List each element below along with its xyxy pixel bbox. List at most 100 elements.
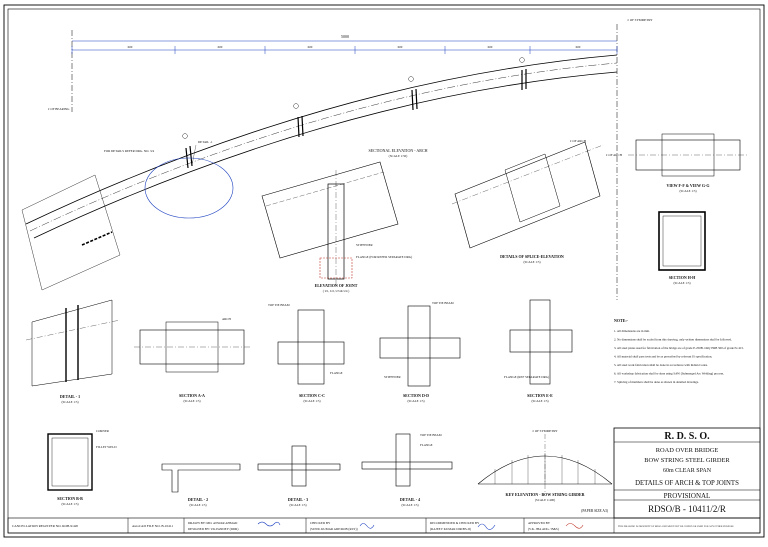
arch-centerline <box>29 62 618 232</box>
note-item: 2. No dimensions shall be scaled from th… <box>614 338 732 343</box>
arch-splice-marks <box>185 69 527 169</box>
joint-title: ELEVATION OF JOINT <box>315 283 358 288</box>
ff-title: VIEW F-F & VIEW G-G <box>667 183 710 188</box>
note-item: 3. All steel plates used for fabrication… <box>614 346 744 350</box>
hh-title: SECTION H-H <box>669 275 696 280</box>
section-dd: TOP TIE BEAM STIFFENER SECTION D-D (SCAL… <box>379 301 461 403</box>
splice-member <box>454 141 601 249</box>
dd-top-label: TOP TIE BEAM <box>432 301 454 305</box>
dd-web <box>407 305 431 387</box>
segment-ticks <box>71 46 618 54</box>
cc-top-label: TOP TIE BEAM <box>268 303 290 307</box>
d1-plate <box>31 299 113 387</box>
key-elevation: ¢ OF SYMMETRY KEY ELEVATION - BOW STRING… <box>477 429 613 502</box>
signature-recommended <box>477 523 496 530</box>
joint-flange-label: FLANGE (FOR REFER SEPARATE DRG) <box>356 255 412 259</box>
splice-title: DETAILS OF SPLICE-ELEVATION <box>500 254 564 259</box>
bb-fillet-label: FILLET WELD <box>96 445 117 449</box>
footer-c3b: DESIGNED BY: V.K.PANDEY (DDR) <box>188 527 238 531</box>
symmetry-label: ¢ OF SYMMETRY <box>627 18 653 22</box>
footer-c1: CANCELLATION REGISTER NO. ROB-9/420 <box>12 524 78 528</box>
ff-arch-label: ¢ OF ARCH <box>606 153 623 157</box>
notes-block: NOTE:- 1. All dimensions are in mm. 2. No… <box>614 318 744 384</box>
title-block: R. D. S. O. ROAD OVER BRIDGE BOW STRING … <box>581 427 761 519</box>
ee-web <box>529 299 551 385</box>
bb-corner-label: CORNER <box>96 429 110 433</box>
detail1-ellipse <box>144 157 234 219</box>
footer-c5a: RECOMMENDED & CHECKED BY <box>430 521 480 525</box>
footer-c4a: CHECKED BY <box>310 521 331 525</box>
ee-title: SECTION E-E <box>527 393 553 398</box>
note-item: 5. All steel work fabrication shall be d… <box>614 363 708 367</box>
dd-stiffener-label: STIFFENER <box>384 375 402 379</box>
footer-c4b: (SUNIL KUMAR ADE/ROB (RLY)) <box>310 527 358 531</box>
d4-top-label: TOP TIE BEAM <box>420 433 442 437</box>
note-item: 7. Splicing of members shall be done as … <box>614 380 699 384</box>
aa-arch-label: ARCH <box>222 317 232 321</box>
hh-inner <box>662 215 702 267</box>
view-ff-gg: ¢ OF ARCH VIEW F-F & VIEW G-G (SCALE 1:5… <box>606 133 748 193</box>
detail1-callout: DETAIL -1 <box>198 140 213 144</box>
joint-stiffener-label: STIFFENER <box>356 243 374 247</box>
tb-line4: DETAILS OF ARCH & TOP JOINTS <box>635 480 739 487</box>
footer-strip: CANCELLATION REGISTER NO. ROB-9/420 Auto… <box>7 517 761 534</box>
tb-status: PROVISIONAL <box>664 492 711 500</box>
splice-centerline <box>451 144 604 205</box>
splice-callout-circles <box>182 57 525 139</box>
section-hh: SECTION H-H (SCALE 1:5) <box>658 211 706 285</box>
hh-box <box>658 211 706 271</box>
d1-scale: (SCALE 1:5) <box>61 400 78 404</box>
ff-scale: (SCALE 1:5) <box>679 189 696 193</box>
tb-line2: BOW STRING STEEL GIRDER <box>644 457 730 464</box>
ee-beam <box>509 329 573 353</box>
tb-line3: 60m CLEAR SPAN <box>663 468 712 474</box>
footer-c6b: (V.K. JHA ADG / B&S) <box>528 527 559 531</box>
note-item: 6. All workshop fabrication shall be don… <box>614 372 724 376</box>
splice-arch-label: ¢ OF ARCH <box>570 139 587 143</box>
notes-heading: NOTE:- <box>614 318 629 323</box>
tb-drg-no: RDSO/B - 10411/2/R <box>648 504 726 514</box>
cc-web <box>297 309 325 385</box>
splice-scale: (SCALE 1:5) <box>523 260 540 264</box>
segment-dim-3: 600 <box>308 45 313 49</box>
section-bb: CORNER FILLET WELD SECTION B-B (SCALE 1:… <box>47 429 117 506</box>
arch-top-flange <box>25 54 618 225</box>
cc-title: SECTION C-C <box>299 393 325 398</box>
footer-c2: AutoCAD FILE NO. B-10411 <box>132 524 173 528</box>
d4-flange <box>361 461 453 470</box>
d4-title: DETAIL - 4 <box>400 497 420 502</box>
detail1-leader <box>191 144 197 166</box>
section-cc: TOP TIE BEAM FLANGE SECTION C-C (SCALE 1… <box>268 303 345 403</box>
arch-sectional-elevation: 5000 600 600 600 600 600 600 ¢ OF SYMMET… <box>21 18 653 300</box>
joint-arch-member <box>261 161 399 259</box>
tb-line1: ROAD OVER BRIDGE <box>656 447 719 454</box>
detail-4: TOP TIE BEAM FLANGE DETAIL - 4 (SCALE 1:… <box>361 433 453 507</box>
notes-list: 1. All dimensions are in mm. 2. No dimens… <box>614 329 744 384</box>
signature-approved <box>565 523 584 529</box>
d3-title: DETAIL - 3 <box>288 497 308 502</box>
aa-plate <box>165 321 219 373</box>
d4-flange-label: FLANGE <box>420 443 433 447</box>
dd-scale: (SCALE 1:5) <box>407 399 424 403</box>
joint-subtitle: ( U1, U2, U3 & U4 ) <box>323 289 350 294</box>
title-block-frame <box>613 427 761 519</box>
joint-flange-box <box>319 257 353 279</box>
hh-scale: (SCALE 1:5) <box>673 281 690 285</box>
segment-dim-6: 600 <box>576 45 581 49</box>
segment-dim-2: 600 <box>218 45 223 49</box>
splice-plate <box>504 153 561 223</box>
key-scale: (SCALE 1:400) <box>535 498 555 502</box>
ref-note: FOR DETAILS REFER DRG. NO. 3/4 <box>104 149 155 153</box>
bearing-end-region <box>21 174 121 291</box>
signature-drawn <box>257 521 281 527</box>
segment-dim-1: 600 <box>128 45 133 49</box>
arch-bottom-flange <box>33 71 618 239</box>
footer-c7: THIS DRAWING IS PROPERTY OF RDSO AND MUS… <box>618 525 734 528</box>
cc-scale: (SCALE 1:5) <box>303 399 320 403</box>
cc-beam <box>277 341 345 365</box>
note-item: 1. All dimensions are in mm. <box>614 329 650 333</box>
d2-shape <box>161 463 241 493</box>
segment-dim-5: 600 <box>488 45 493 49</box>
footer-c3a: DRAWN BY: MD. ANWAR AHMAD <box>188 521 238 525</box>
bb-title: SECTION B-B <box>57 496 83 501</box>
